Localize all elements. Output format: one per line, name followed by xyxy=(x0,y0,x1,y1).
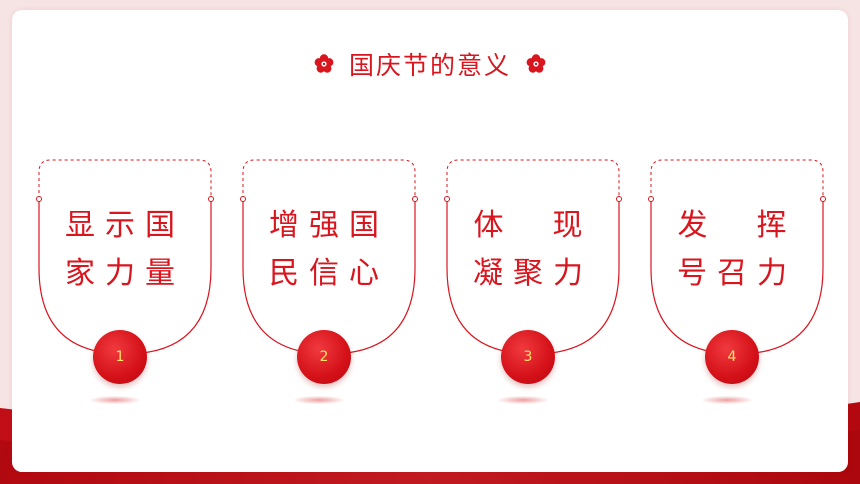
card-text-line-1: 体 现 xyxy=(473,208,593,243)
card-text-line-2: 号召力 xyxy=(677,256,797,291)
flower-icon-right xyxy=(526,54,546,73)
card-text: 增强国 民信心 xyxy=(240,202,418,298)
title-row: 国庆节的意义 xyxy=(0,42,860,86)
badge-shadow xyxy=(702,396,752,404)
card-text-line-2: 凝聚力 xyxy=(473,256,593,291)
card-text-line-1: 发 挥 xyxy=(677,208,797,243)
card-text-line-2: 家力量 xyxy=(65,256,185,291)
badge-shadow xyxy=(294,396,344,404)
page-title: 国庆节的意义 xyxy=(348,51,511,80)
card-text: 发 挥 号召力 xyxy=(648,202,826,298)
card-number-badge: 2 xyxy=(297,330,351,384)
flower-icon-left xyxy=(314,54,334,73)
meaning-card-4: 发 挥 号召力 4 xyxy=(648,158,826,404)
badge-shadow xyxy=(498,396,548,404)
card-text-line-2: 民信心 xyxy=(269,256,389,291)
meaning-card-1: 显示国 家力量 1 xyxy=(36,158,214,404)
card-number-badge: 4 xyxy=(705,330,759,384)
meaning-card-3: 体 现 凝聚力 3 xyxy=(444,158,622,404)
badge-shadow xyxy=(90,396,140,404)
card-text: 显示国 家力量 xyxy=(36,202,214,298)
card-text-line-1: 增强国 xyxy=(269,208,389,243)
card-number-badge: 1 xyxy=(93,330,147,384)
card-text-line-1: 显示国 xyxy=(65,208,185,243)
card-number-badge: 3 xyxy=(501,330,555,384)
slide-panel xyxy=(12,10,848,472)
meaning-card-2: 增强国 民信心 2 xyxy=(240,158,418,404)
card-text: 体 现 凝聚力 xyxy=(444,202,622,298)
